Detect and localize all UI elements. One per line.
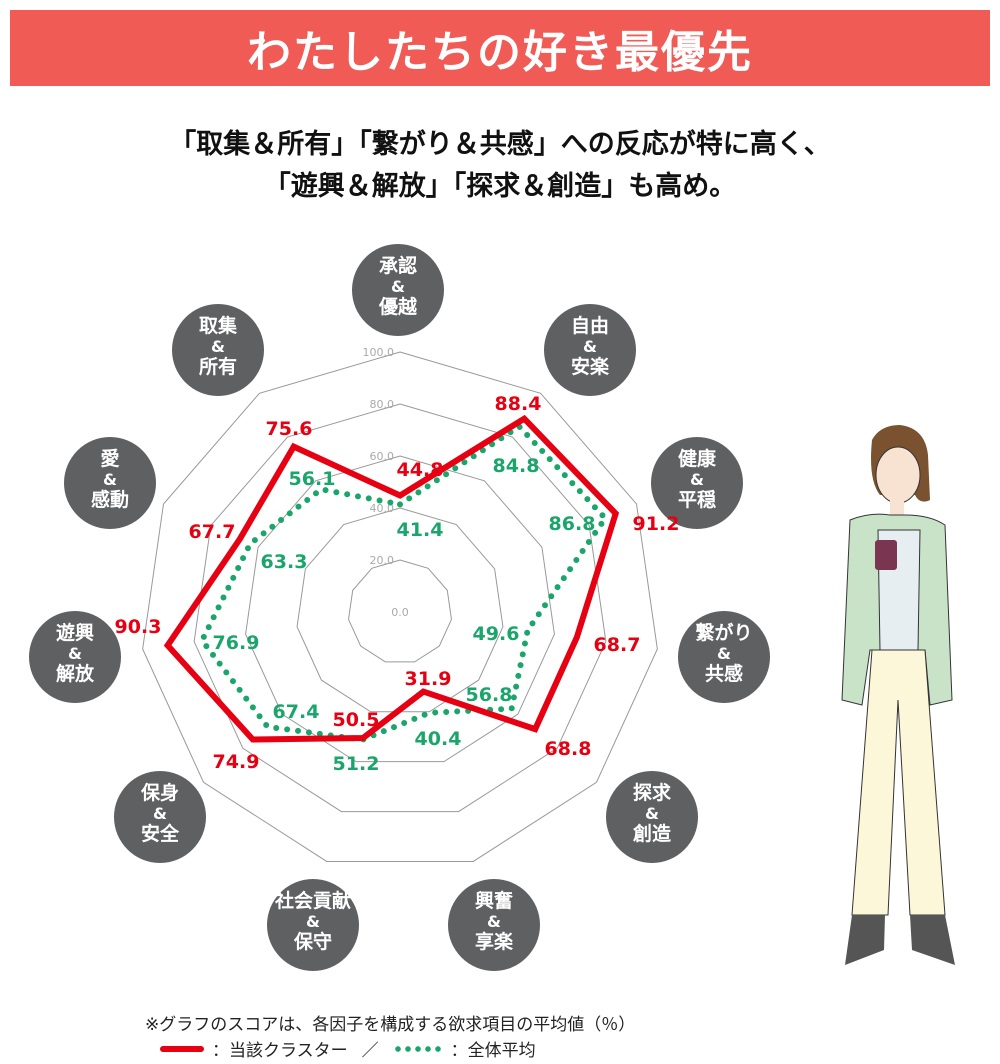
category-badge xyxy=(544,304,636,396)
category-badge xyxy=(448,879,540,971)
data-label: 68.8 xyxy=(545,738,592,760)
data-label: 76.9 xyxy=(213,632,260,654)
data-label: 68.7 xyxy=(594,634,641,656)
grid-ring xyxy=(193,403,607,813)
category-label: 探求&創造 xyxy=(633,781,672,845)
series-line-average xyxy=(198,422,610,743)
data-label: 91.2 xyxy=(633,513,680,535)
category-badge xyxy=(114,771,206,863)
category-label: 遊興&解放 xyxy=(56,621,95,685)
grid-ring xyxy=(348,559,452,663)
legend: ：当該クラスター ／ ：全体平均 xyxy=(160,1036,536,1061)
data-label: 49.6 xyxy=(473,623,520,645)
data-label: 86.8 xyxy=(549,513,596,535)
data-label: 84.8 xyxy=(493,455,540,477)
data-label: 67.7 xyxy=(189,521,236,543)
grid-ring xyxy=(245,455,555,763)
legend-green-label: ：全体平均 xyxy=(450,1041,536,1061)
data-label: 44.8 xyxy=(397,459,444,481)
category-label: 興奮&享楽 xyxy=(475,889,514,953)
data-label: 63.3 xyxy=(261,551,308,573)
data-label: 88.4 xyxy=(495,393,542,415)
data-label: 51.2 xyxy=(333,753,380,775)
page-title: わたしたちの好き最優先 xyxy=(247,27,753,78)
category-label: 取集&所有 xyxy=(199,314,238,378)
data-label: 41.4 xyxy=(397,519,444,541)
data-label: 90.3 xyxy=(115,616,162,638)
category-label: 社会貢献&保守 xyxy=(274,889,351,953)
category-label: 保身&安全 xyxy=(140,781,180,845)
data-label: 50.5 xyxy=(333,709,380,731)
subtitle-line-1: 「取集＆所有」「繋がり＆共感」への反応が特に高く、 xyxy=(169,129,831,160)
category-label: 自由&安楽 xyxy=(571,314,610,378)
category-badge xyxy=(64,437,156,529)
data-label: 31.9 xyxy=(405,668,452,690)
tick-label: 0.0 xyxy=(391,606,409,619)
subtitle-line-2: 「遊興＆解放」「探求＆創造」も高め。 xyxy=(263,171,737,202)
category-label: 愛&感動 xyxy=(91,448,129,511)
category-badge xyxy=(678,611,770,703)
category-label: 健康&平穏 xyxy=(678,447,717,511)
category-badge xyxy=(29,611,121,703)
data-label: 75.6 xyxy=(266,418,313,440)
category-label: 繋がり&共感 xyxy=(695,621,752,685)
woman-illustration xyxy=(841,425,955,965)
category-badge xyxy=(651,437,743,529)
data-label: 56.1 xyxy=(289,468,336,490)
legend-red-label: ：当該クラスター xyxy=(212,1041,348,1061)
tick-label: 20.0 xyxy=(370,554,395,567)
data-label: 67.4 xyxy=(273,701,320,723)
grid-ring xyxy=(142,351,658,862)
tick-label: 80.0 xyxy=(370,398,395,411)
legend-separator: ／ xyxy=(361,1041,379,1061)
tick-label: 100.0 xyxy=(363,346,395,359)
tick-label: 60.0 xyxy=(370,450,395,463)
category-badge xyxy=(172,304,264,396)
data-label: 56.8 xyxy=(466,684,513,706)
series-line-cluster xyxy=(163,414,620,743)
legend-red-line xyxy=(160,1045,204,1052)
category-badge xyxy=(352,244,444,336)
data-label: 74.9 xyxy=(213,751,260,773)
title-banner: わたしたちの好き最優先 xyxy=(10,10,990,86)
legend-green-dots xyxy=(392,1045,443,1052)
tick-label: 40.0 xyxy=(370,502,395,515)
category-badge xyxy=(606,771,698,863)
category-label: 承認&優越 xyxy=(378,254,418,318)
category-badge xyxy=(267,879,359,971)
data-label: 40.4 xyxy=(415,728,462,750)
footnote: ※グラフのスコアは、各因子を構成する欲求項目の平均値（％） xyxy=(145,1015,636,1035)
